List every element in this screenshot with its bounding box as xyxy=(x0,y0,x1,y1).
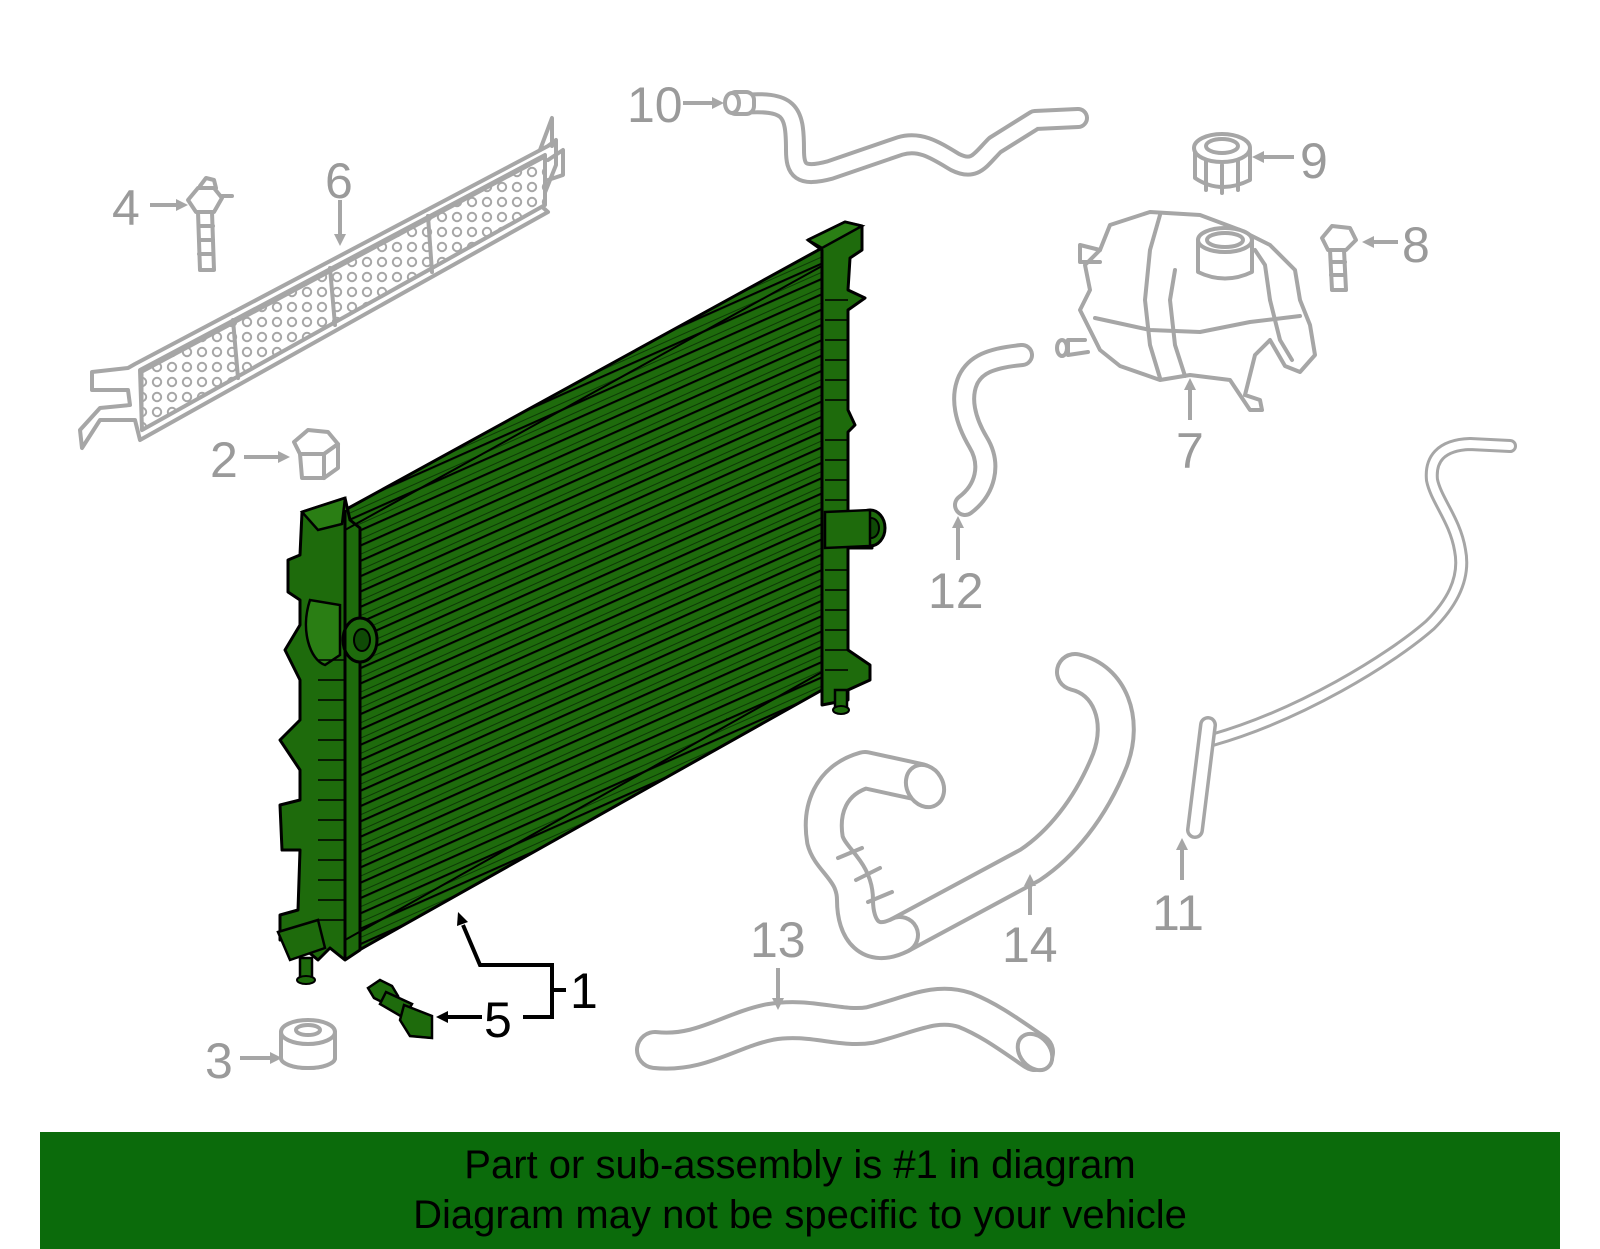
bolt-part-8 xyxy=(1320,224,1358,292)
callout-11: 11 xyxy=(1152,885,1204,941)
callout-12: 12 xyxy=(928,563,984,619)
callout-2: 2 xyxy=(210,432,238,488)
callout-1: 1 xyxy=(570,963,598,1019)
sensor-part-5 xyxy=(366,978,434,1040)
cap-part-9 xyxy=(1192,132,1252,195)
callout-4: 4 xyxy=(112,180,140,236)
callout-labels: 10 4 6 2 3 9 8 7 12 11 14 13 1 5 xyxy=(112,77,1430,1089)
bolt-part-4 xyxy=(186,176,234,272)
hose-part-10 xyxy=(723,90,1089,185)
reservoir-part-7 xyxy=(1055,210,1317,412)
radiator-part-1 xyxy=(276,220,887,985)
callout-7: 7 xyxy=(1176,423,1204,479)
callout-9: 9 xyxy=(1300,133,1328,189)
hose-part-11 xyxy=(1186,437,1517,839)
banner-line-disclaimer: Diagram may not be specific to your vehi… xyxy=(413,1193,1187,1237)
deflector-panel-part-6 xyxy=(78,116,565,450)
callout-5: 5 xyxy=(484,992,512,1048)
leader-lines xyxy=(150,97,1398,1064)
banner-line-part-number: Part or sub-assembly is #1 in diagram xyxy=(464,1143,1136,1187)
callout-3: 3 xyxy=(205,1033,233,1089)
insulator-part-3 xyxy=(279,1018,337,1070)
info-banner: Part or sub-assembly is #1 in diagram Di… xyxy=(40,1132,1560,1249)
hose-part-12 xyxy=(952,343,1034,517)
callout-13: 13 xyxy=(750,912,806,968)
callout-10: 10 xyxy=(627,77,683,133)
hose-part-14 xyxy=(803,652,1136,960)
clip-part-2 xyxy=(292,428,340,480)
callout-14: 14 xyxy=(1002,917,1058,973)
callout-8: 8 xyxy=(1402,217,1430,273)
callout-6: 6 xyxy=(325,153,353,209)
hose-part-13 xyxy=(635,986,1055,1073)
